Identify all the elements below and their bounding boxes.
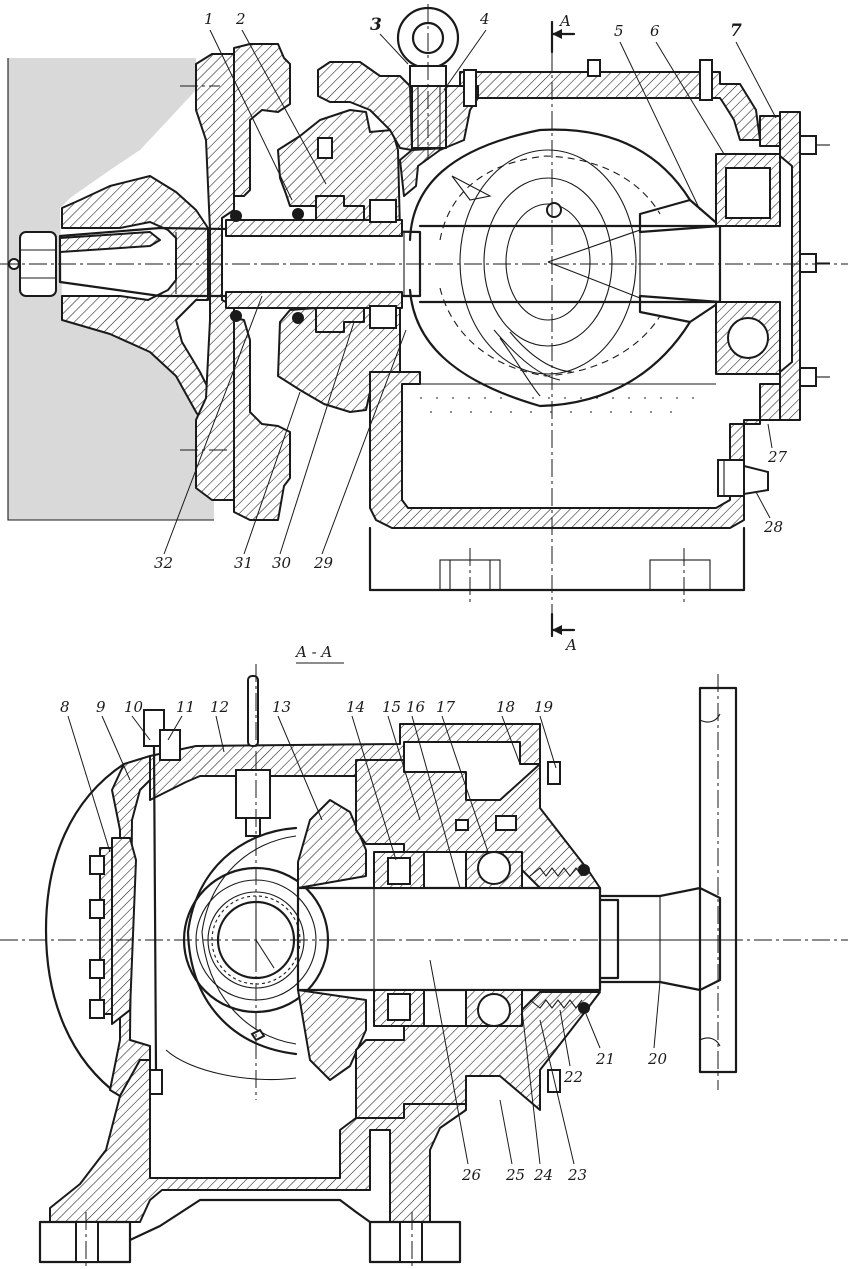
callout-8: 8: [60, 698, 70, 716]
callout-2: 2: [235, 10, 246, 28]
callout-28: 28: [763, 518, 783, 536]
callout-20: 20: [647, 1050, 668, 1068]
callout-14: 14: [346, 698, 365, 716]
top-callouts: 1 2 3 4 5 6 7 27 28 29 30 31 32: [154, 10, 788, 572]
section-letter-top: A: [558, 12, 571, 30]
seal-ring-lower: [315, 307, 365, 333]
pump-casing-edge: [7, 58, 214, 521]
callout-26: 26: [461, 1166, 482, 1184]
pinion-seals: [529, 761, 590, 1093]
callout-25: 25: [505, 1166, 525, 1184]
callout-18: 18: [496, 698, 515, 716]
callout-11: 11: [176, 698, 195, 716]
bevel-gear-top: [408, 128, 722, 408]
coupling-flange: [598, 686, 738, 1074]
callout-6: 6: [650, 22, 660, 40]
cover-bolt-mid: [587, 59, 601, 77]
top-base: [368, 526, 746, 592]
callout-4: 4: [479, 10, 490, 28]
gearbox-sump: [369, 371, 761, 529]
housing-left-wall: [399, 85, 479, 197]
cover-bolt-right: [699, 59, 713, 101]
bottom-cross-section: 8 9 10 11 12 13 14 15 16 17 18 19 20 21 …: [0, 664, 848, 1269]
top-cover-plate-section: [149, 723, 541, 801]
callout-27: 27: [767, 448, 788, 466]
bearing-housing-upper: [355, 759, 601, 889]
side-inspection-cover: [89, 837, 137, 1025]
drain-plug: [717, 459, 769, 497]
section-view-title: A - A: [294, 643, 332, 661]
callout-30: 30: [272, 554, 292, 572]
callout-15: 15: [382, 698, 401, 716]
pinion-shaft: [296, 886, 620, 992]
callout-3: 3: [370, 15, 382, 35]
callout-7: 7: [730, 21, 742, 41]
callout-23: 23: [567, 1166, 587, 1184]
callout-9: 9: [96, 698, 106, 716]
housing-outer-arc: [44, 762, 126, 1098]
callout-13: 13: [272, 698, 291, 716]
flange-bolt: [317, 137, 333, 159]
casing-flange-bottom: [233, 317, 291, 521]
callout-1: 1: [204, 10, 214, 28]
base-feet: [38, 1198, 462, 1264]
callout-5: 5: [614, 22, 624, 40]
callout-29: 29: [313, 554, 334, 572]
top-longitudinal-section: A A 1 2 3 4 5 6 7 27 28 29 30 31 32: [0, 4, 848, 654]
section-title: A - A: [294, 643, 344, 664]
section-letter-bottom: A: [564, 636, 577, 654]
gearbox-cover-plate: [459, 71, 761, 141]
callout-16: 16: [406, 698, 426, 716]
top-bearing: [715, 153, 781, 375]
callout-21: 21: [595, 1050, 615, 1068]
pump-casing-background: [8, 58, 214, 520]
impeller-nut: [8, 231, 161, 297]
callout-12: 12: [210, 698, 229, 716]
end-cover-outer: [759, 115, 781, 147]
bottom-callouts: 8 9 10 11 12 13 14 15 16 17 18 19 20 21 …: [60, 698, 668, 1184]
pinion-bearings: [373, 815, 523, 1027]
end-cover: [779, 111, 801, 421]
section-cut-marker-top: A: [550, 12, 576, 54]
callout-32: 32: [154, 554, 173, 572]
bevel-pinion-lower: [297, 989, 367, 1081]
callout-19: 19: [534, 698, 554, 716]
dipstick: [143, 709, 181, 1095]
gearbox-housing-top: [317, 61, 413, 151]
callout-10: 10: [124, 698, 144, 716]
seal-ring-upper: [315, 195, 365, 221]
cover-bolt-left: [463, 69, 477, 107]
callout-31: 31: [234, 554, 253, 572]
callout-24: 24: [533, 1166, 553, 1184]
callout-22: 22: [563, 1068, 583, 1086]
section-cut-marker-bottom: A: [550, 612, 577, 654]
callout-17: 17: [436, 698, 456, 716]
end-cover-bolts: [799, 135, 830, 387]
casing-flange-top: [233, 43, 291, 197]
